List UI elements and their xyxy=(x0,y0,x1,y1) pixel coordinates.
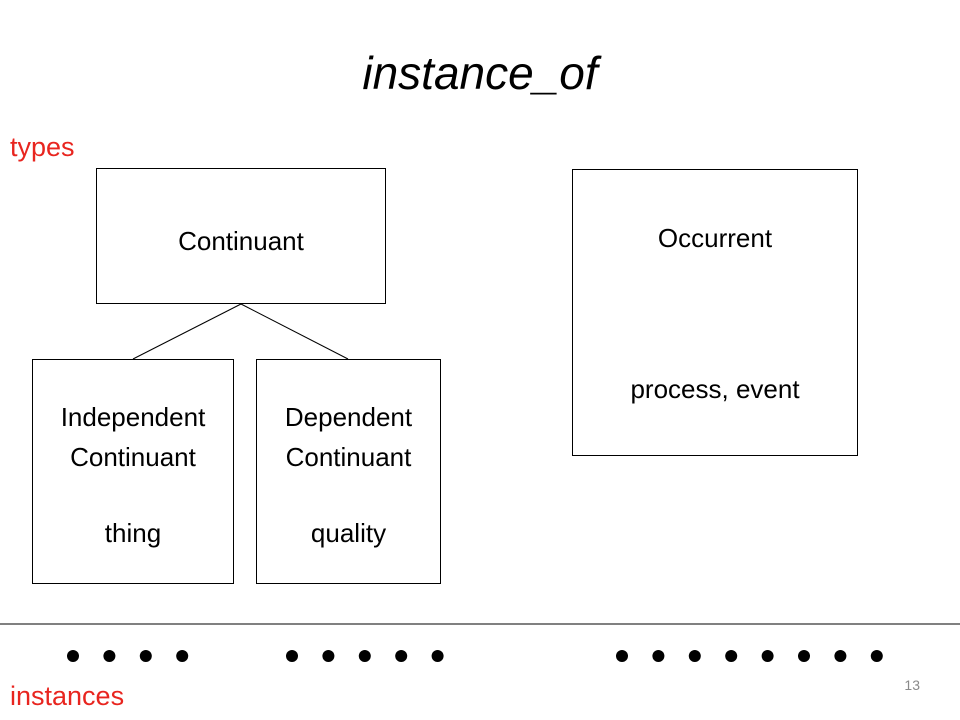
instance-dot xyxy=(322,650,335,662)
instance-dot xyxy=(139,650,152,662)
instance-dots xyxy=(67,650,883,662)
independent-label-line1: Independent xyxy=(60,402,206,432)
instance-dot xyxy=(834,650,847,662)
instance-dot xyxy=(761,650,774,662)
slide-title: instance_of xyxy=(362,47,598,99)
instance-dot xyxy=(688,650,701,662)
continuant-box: Continuant xyxy=(96,168,386,304)
independent-continuant-box: Independent Continuant thing xyxy=(32,359,234,584)
independent-example: thing xyxy=(104,518,162,548)
page-number: 13 xyxy=(904,677,920,693)
dependent-continuant-box: Dependent Continuant quality xyxy=(256,359,441,584)
instance-dot xyxy=(652,650,665,662)
instance-dot xyxy=(725,650,738,662)
instance-dot xyxy=(286,650,298,662)
occurrent-example: process, event xyxy=(630,374,800,404)
instance-dot xyxy=(431,650,444,662)
instance-dot xyxy=(176,650,189,662)
instance-dot xyxy=(616,650,628,662)
instance-dot xyxy=(395,650,408,662)
branch-line-independent xyxy=(132,303,242,360)
instance-dot xyxy=(67,650,79,662)
dependent-label-line2: Continuant xyxy=(285,442,412,472)
dependent-label-line1: Dependent xyxy=(284,402,413,432)
types-label: types xyxy=(10,132,75,162)
independent-label-line2: Continuant xyxy=(70,442,196,472)
branch-line-dependent xyxy=(240,303,349,360)
occurrent-label: Occurrent xyxy=(657,223,773,253)
instance-dot xyxy=(798,650,810,662)
continuant-label: Continuant xyxy=(178,226,304,256)
instance-dot xyxy=(870,650,883,662)
dependent-example: quality xyxy=(310,518,387,548)
instance-dot xyxy=(103,650,116,662)
instance-dot xyxy=(358,650,371,662)
instances-label: instances xyxy=(10,681,125,711)
occurrent-box: Occurrent process, event xyxy=(572,169,858,456)
